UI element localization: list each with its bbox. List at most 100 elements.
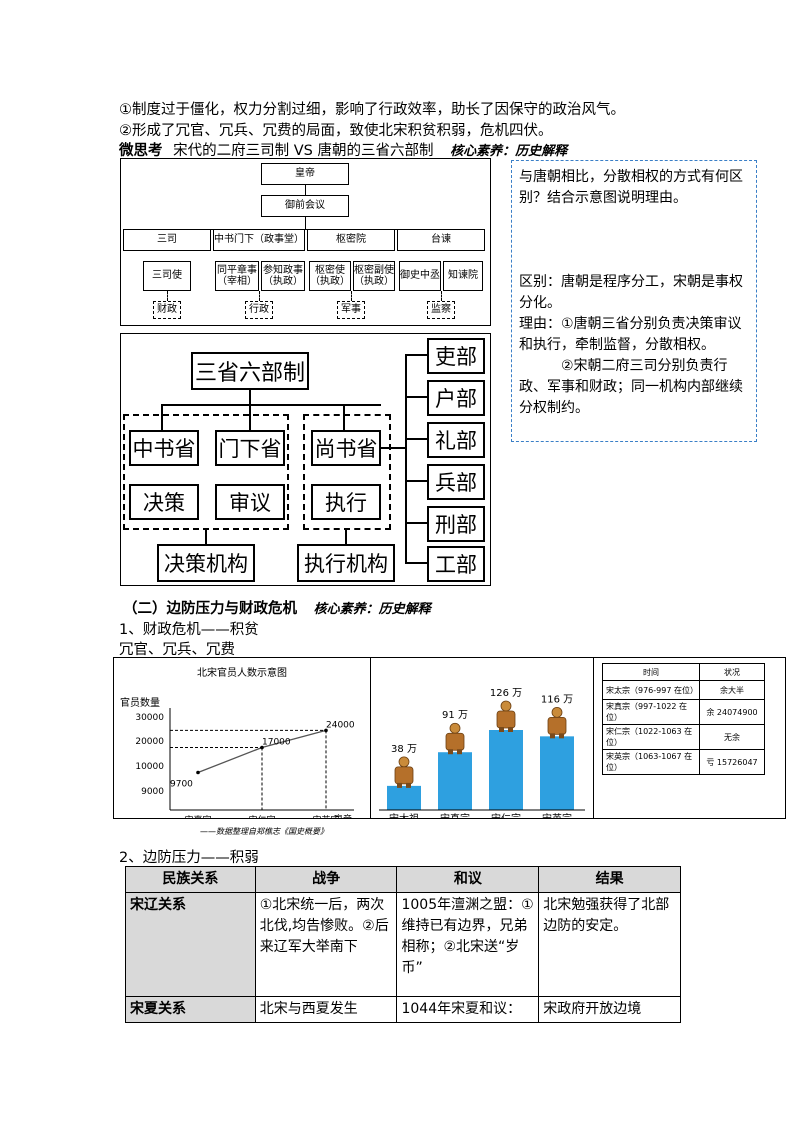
official-zhijianyuan: 知谏院 [443,261,483,291]
ytick-30000: 30000 [135,713,164,723]
finance-header-time: 时间 [602,663,700,681]
line-chart-title: 北宋官员人数示意图 [197,666,287,679]
table-row: 宋辽关系 ①北宋统一后，两次北伐,均告惨败。②后来辽军大举南下 1005年澶渊之… [125,892,681,997]
ministry-bing: 兵部 [427,464,485,500]
section2-core-label: 核心素养：历史解释 [313,602,431,617]
rel-cell-result-liao: 北宋勉强获得了北部边防的安定。 [538,892,681,997]
point-label: 9700 [170,780,193,790]
bar-value-label: 126 万 [490,688,522,699]
bar-value-label: 91 万 [442,710,468,721]
line-chart-source: ——数据整理自郑樵志《国史概要》 [200,827,328,836]
bar [489,730,523,810]
bar-category-label: 宋英宗 [542,812,572,818]
function-junshi: 军事 [337,301,365,319]
ytick-9000: 9000 [141,787,164,797]
point-label: 24000 [326,720,355,730]
ministry-hu: 户部 [427,380,485,416]
charts-row: 北宋官员人数示意图 官员数量 30000 20000 10000 9000 97… [113,657,786,836]
bottom-decision-org: 决策机构 [157,544,255,582]
intro-line-1: ①制度过于僵化，权力分割过细，影响了行政效率，助长了因保守的政治风气。 [119,102,625,118]
section2-heading: （二）边防压力与财政危机 [123,601,297,617]
x-tick-label: 宋仁宗 [248,814,275,818]
execution-group [303,414,391,530]
callout-answer-reason-2: ②宋朝二府三司分别负责行政、军事和财政；同一机构内部继续分权制约。 [519,358,743,416]
callout-answer-difference: 区别：唐朝是程序分工，宋朝是事权分化。 [519,274,743,311]
relations-table: 民族关系 战争 和议 结果 宋辽关系 ①北宋统一后，两次北伐,均告惨败。②后来辽… [125,866,681,1023]
menxia-box: 门下省 [215,430,285,466]
soldiers-bar-chart: 38 万宋太祖91 万宋真宗126 万宋仁宗116 万宋英宗 [379,688,585,818]
ministry-gong: 工部 [427,546,485,582]
rel-header-peace: 和议 [396,866,540,893]
role-review: 审议 [215,484,285,520]
tang-system-diagram: 三省六部制 中书省 门下省 尚书省 决策 审议 执行 决策机构 执行机构 吏部 … [120,333,491,586]
micro-thinking-heading: 微思考 宋代的二府三司制 VS 唐朝的三省六部制 核心素养：历史解释 [119,139,567,160]
officials-line-chart: 北宋官员人数示意图 官员数量 30000 20000 10000 9000 97… [120,666,355,818]
item-finance-sub: 冗官、冗兵、冗费 [119,642,235,658]
item-border-pressure: 2、边防压力——积弱 [119,850,259,866]
rel-header-result: 结果 [538,866,681,893]
official-sansishi: 三司使 [143,261,191,291]
item-finance-crisis: 1、财政危机——积贫 [119,622,259,638]
point-label: 17000 [262,738,291,748]
rel-cell-war-liao: ①北宋统一后，两次北伐,均告惨败。②后来辽军大举南下 [254,892,398,997]
bar-category-label: 宋仁宗 [491,812,521,818]
rel-cell-peace-xia: 1044年宋夏和议： [396,996,540,1023]
bar-value-label: 38 万 [391,744,417,755]
soldier-figure [496,700,516,732]
tang-title-box: 三省六部制 [191,352,309,390]
line-point [260,745,264,750]
bar [540,736,574,810]
ytick-20000: 20000 [135,737,164,747]
function-xingzheng: 行政 [245,301,273,319]
bottom-execution-org: 执行机构 [297,544,395,582]
official-shumishi: 枢密使（执政） [309,261,351,291]
micro-prefix: 微思考 [119,143,163,159]
rel-header-ethnic: 民族关系 [125,866,256,893]
rel-header-war: 战争 [254,866,398,893]
soldier-figure [394,756,414,788]
official-canzhizhengshi: 参知政事（执政） [261,261,305,291]
branch-shumiyuan: 枢密院 [307,229,395,251]
bar-category-label: 宋太祖 [389,812,419,818]
branch-taijian: 台谏 [397,229,485,251]
ministry-li-personnel: 吏部 [427,338,485,374]
role-decision: 决策 [129,484,199,520]
shangshu-box: 尚书省 [311,430,381,466]
function-jiancha: 监察 [427,301,455,319]
finance-table: 时间 状况 宋太宗（976-997 在位）余大半 宋真宗（997-1022 在位… [602,663,765,775]
finance-row: 宋真宗（997-1022 在位）余 24074900 [602,699,765,725]
soldier-figure [445,722,465,755]
section2-heading-row: （二）边防压力与财政危机 核心素养：历史解释 [123,597,431,618]
ytick-10000: 10000 [135,762,164,772]
official-tongpingzhangshi: 同平章事（宰相） [215,261,259,291]
answer-callout: 与唐朝相比，分散相权的方式有何区别？结合示意图说明理由。 区别：唐朝是程序分工，… [511,160,757,442]
x-tick-label: 宋真宗 [184,814,211,818]
ministry-li-rites: 礼部 [427,422,485,458]
rel-cell-war-xia: 北宋与西夏发生 [254,996,398,1023]
table-row: 宋夏关系 北宋与西夏发生 1044年宋夏和议： 宋政府开放边境 [125,996,681,1023]
role-execute: 执行 [311,484,381,520]
finance-row: 宋仁宗（1022-1063 在位）无余 [602,724,765,750]
callout-question: 与唐朝相比，分散相权的方式有何区别？结合示意图说明理由。 [519,169,743,206]
line-chart-ylabel: 官员数量 [120,696,160,709]
decision-group [123,414,289,530]
line-chart-xlabel: 皇帝 [334,813,352,818]
rel-cell-song-liao: 宋辽关系 [125,892,256,997]
ministry-xing: 刑部 [427,506,485,542]
line-point [324,728,328,733]
bar [438,752,472,810]
emperor-box: 皇帝 [261,163,349,185]
function-caizheng: 财政 [153,301,181,319]
branch-zhongshu: 中书门下（政事堂） [213,229,305,251]
core-literacy-label: 核心素养：历史解释 [450,144,568,159]
official-shumifushi: 枢密副使（执政） [353,261,395,291]
rel-cell-result-xia: 宋政府开放边境 [538,996,681,1023]
soldier-figure [547,706,567,739]
finance-row: 宋英宗（1063-1067 在位）亏 15726047 [602,749,765,775]
intro-line-2: ②形成了冗官、冗兵、冗费的局面，致使北宋积贫积弱，危机四伏。 [119,123,553,139]
zhongshu-box: 中书省 [129,430,199,466]
rel-cell-song-xia: 宋夏关系 [125,996,256,1023]
line-point [196,770,200,775]
branch-sansi: 三司 [123,229,211,251]
bar [387,785,421,810]
